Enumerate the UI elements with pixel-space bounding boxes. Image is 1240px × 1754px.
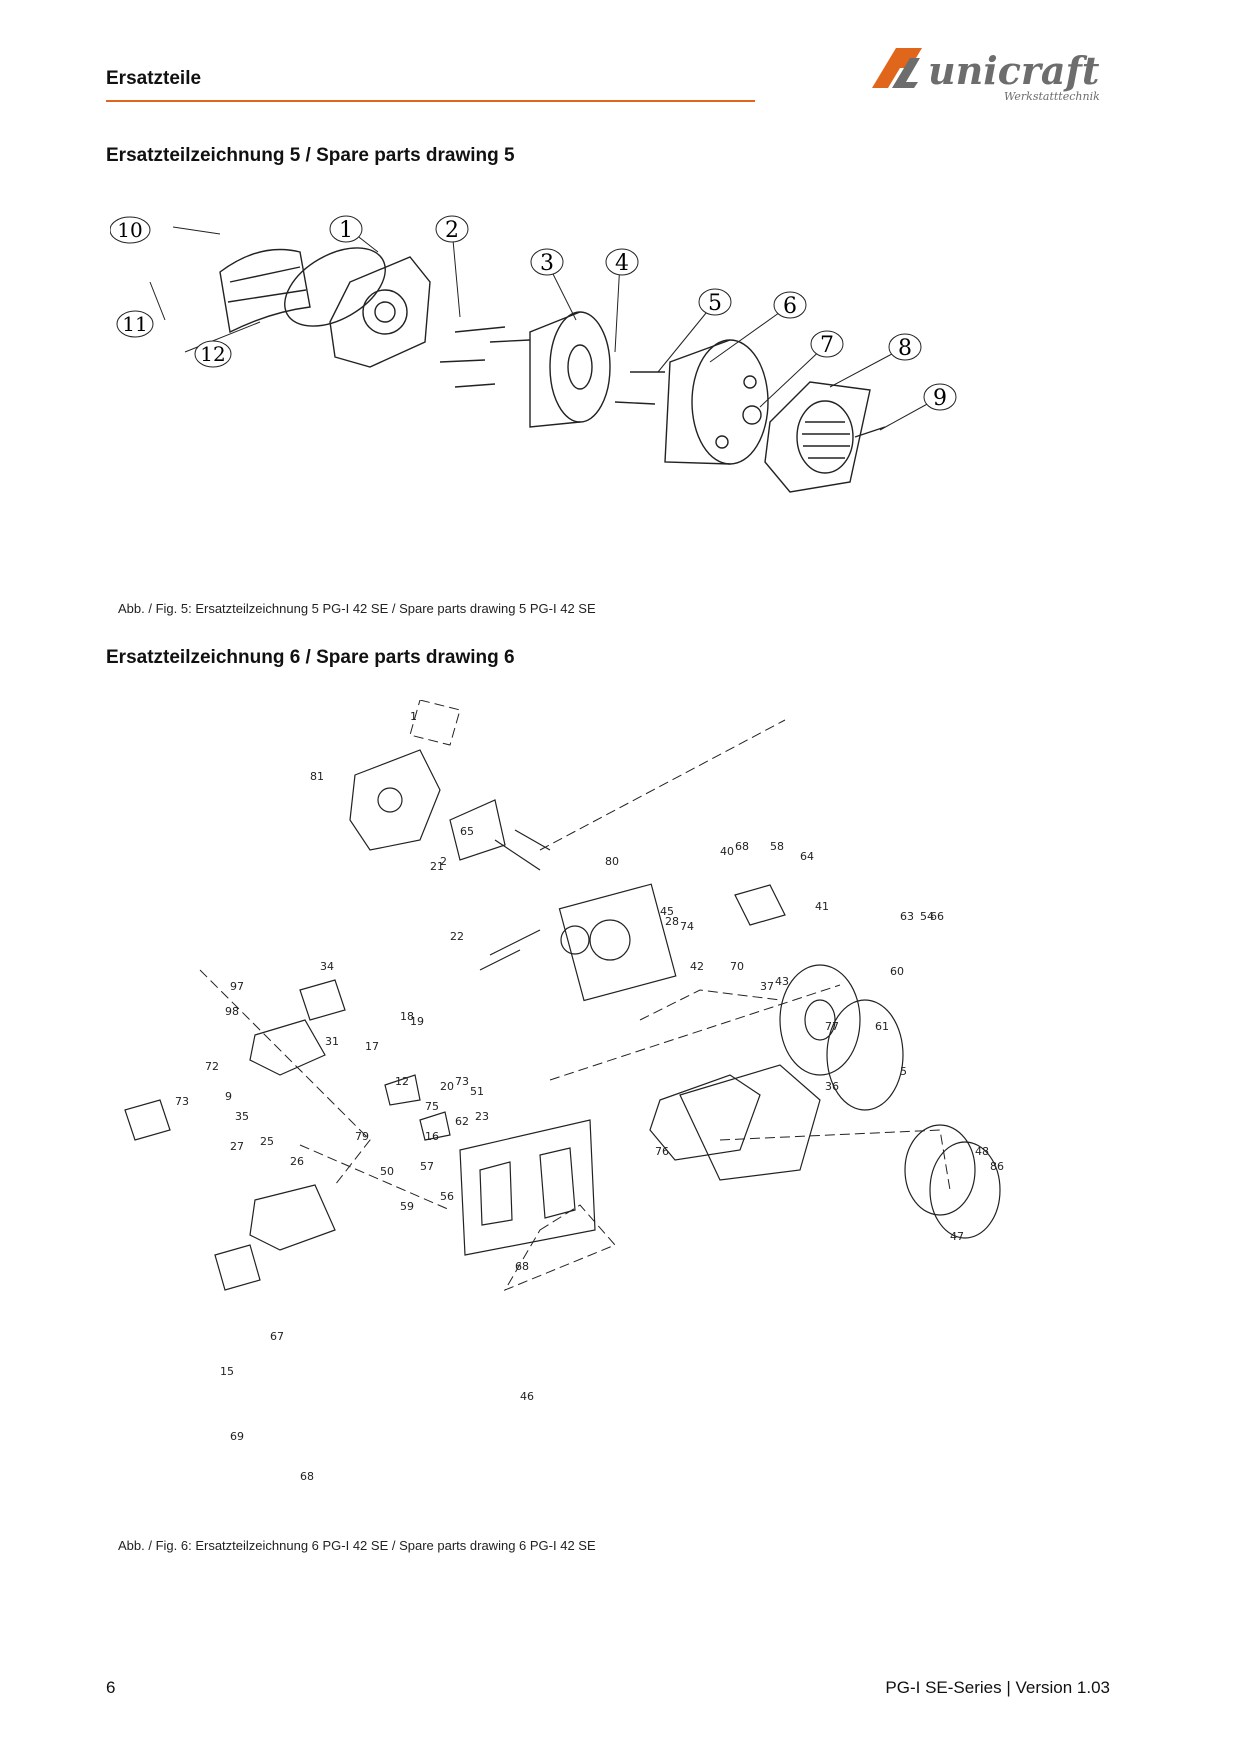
callout-label: 46 [520, 1390, 534, 1403]
callout-label: 70 [730, 960, 744, 973]
logo-mark-orange [872, 48, 922, 88]
callout-label: 20 [440, 1080, 454, 1093]
logo-wordmark: unicraft [928, 48, 1100, 93]
callout-label: 65 [460, 825, 474, 838]
page-number: 6 [106, 1678, 116, 1697]
callout-label: 50 [380, 1165, 394, 1178]
callout-label: 25 [260, 1135, 274, 1148]
callout-label: 80 [605, 855, 619, 868]
callout-label: 12 [395, 1075, 409, 1088]
callout-11: 11 [122, 312, 147, 336]
callout-label: 5 [900, 1065, 907, 1078]
callout-label: 69 [230, 1430, 244, 1443]
callout-label: 60 [890, 965, 904, 978]
unicraft-logo: unicraft Werkstatttechnik [870, 44, 1115, 106]
logo-tagline: Werkstatttechnik [1004, 90, 1100, 103]
callout-label: 37 [760, 980, 774, 993]
callout-12: 12 [200, 342, 225, 366]
callout-label: 73 [175, 1095, 189, 1108]
callout-label: 48 [975, 1145, 989, 1158]
logo-mark-gray [892, 58, 920, 88]
callout-label: 59 [400, 1200, 414, 1213]
callout-label: 19 [410, 1015, 424, 1028]
callout-label: 21 [430, 860, 444, 873]
callout-5: 5 [708, 291, 722, 316]
callout-label: 45 [660, 905, 674, 918]
drawing5-caption: Abb. / Fig. 5: Ersatzteilzeichnung 5 PG-… [118, 601, 596, 616]
drawing6-heading: Ersatzteilzeichnung 6 / Spare parts draw… [106, 647, 515, 668]
callout-label: 61 [875, 1020, 889, 1033]
spare-parts-drawing-5: 10 11 12 1 2 3 4 5 6 7 8 9 [109, 212, 1110, 557]
callout-label: 27 [230, 1140, 244, 1153]
callout-4: 4 [615, 251, 629, 276]
callout-label: 18 [400, 1010, 414, 1023]
callout-2: 2 [445, 218, 459, 243]
callout-label: 62 [455, 1115, 469, 1128]
callout-1: 1 [339, 218, 353, 243]
callout-label: 79 [355, 1130, 369, 1143]
callout-label: 86 [990, 1160, 1004, 1173]
callout-7: 7 [820, 333, 834, 358]
callout-label: 31 [325, 1035, 339, 1048]
callout-label: 76 [655, 1145, 669, 1158]
callout-label: 9 [225, 1090, 232, 1103]
callout-label: 98 [225, 1005, 239, 1018]
callout-label: 74 [680, 920, 694, 933]
callout-label: 73 [455, 1075, 469, 1088]
callout-label: 36 [825, 1080, 839, 1093]
callout-label: 1 [410, 710, 417, 723]
callout-label: 34 [320, 960, 334, 973]
callout-label: 16 [425, 1130, 439, 1143]
callout-label: 40 [720, 845, 734, 858]
callout-label: 42 [690, 960, 704, 973]
callout-label: 35 [235, 1110, 249, 1123]
section-header-title: Ersatzteile [106, 68, 202, 89]
callout-label: 64 [800, 850, 814, 863]
callout-3: 3 [540, 251, 554, 276]
callout-label: 54 [920, 910, 934, 923]
callout-label: 81 [310, 770, 324, 783]
callout-label: 41 [815, 900, 829, 913]
callout-label: 43 [775, 975, 789, 988]
callout-label: 23 [475, 1110, 489, 1123]
callout-label: 63 [900, 910, 914, 923]
callout-8: 8 [898, 336, 912, 361]
callout-label: 51 [470, 1085, 484, 1098]
callout-label: 67 [270, 1330, 284, 1343]
callout-label: 17 [365, 1040, 379, 1053]
callout-6: 6 [783, 294, 797, 319]
callout-label: 68 [515, 1260, 529, 1273]
callout-label: 56 [440, 1190, 454, 1203]
callout-label: 28 [665, 915, 679, 928]
callout-label: 22 [450, 930, 464, 943]
callout-label: 57 [420, 1160, 434, 1173]
header-divider [106, 100, 755, 102]
drawing5-callouts: 10 11 12 1 2 3 4 5 6 7 8 9 [109, 215, 957, 411]
callout-label: 97 [230, 980, 244, 993]
drawing5-heading: Ersatzteilzeichnung 5 / Spare parts draw… [106, 145, 515, 166]
callout-label: 58 [770, 840, 784, 853]
callout-9: 9 [933, 386, 947, 411]
callout-label: 66 [930, 910, 944, 923]
callout-label: 26 [290, 1155, 304, 1168]
document-version: PG-I SE-Series | Version 1.03 [885, 1678, 1110, 1697]
callout-label: 68 [300, 1470, 314, 1483]
callout-label: 77 [825, 1020, 839, 1033]
drawing6-caption: Abb. / Fig. 6: Ersatzteilzeichnung 6 PG-… [118, 1538, 596, 1553]
callout-label: 68 [735, 840, 749, 853]
callout-10: 10 [117, 218, 142, 242]
callout-label: 72 [205, 1060, 219, 1073]
callout-label: 2 [440, 855, 447, 868]
callout-label: 15 [220, 1365, 234, 1378]
callout-label: 75 [425, 1100, 439, 1113]
callout-label: 47 [950, 1230, 964, 1243]
